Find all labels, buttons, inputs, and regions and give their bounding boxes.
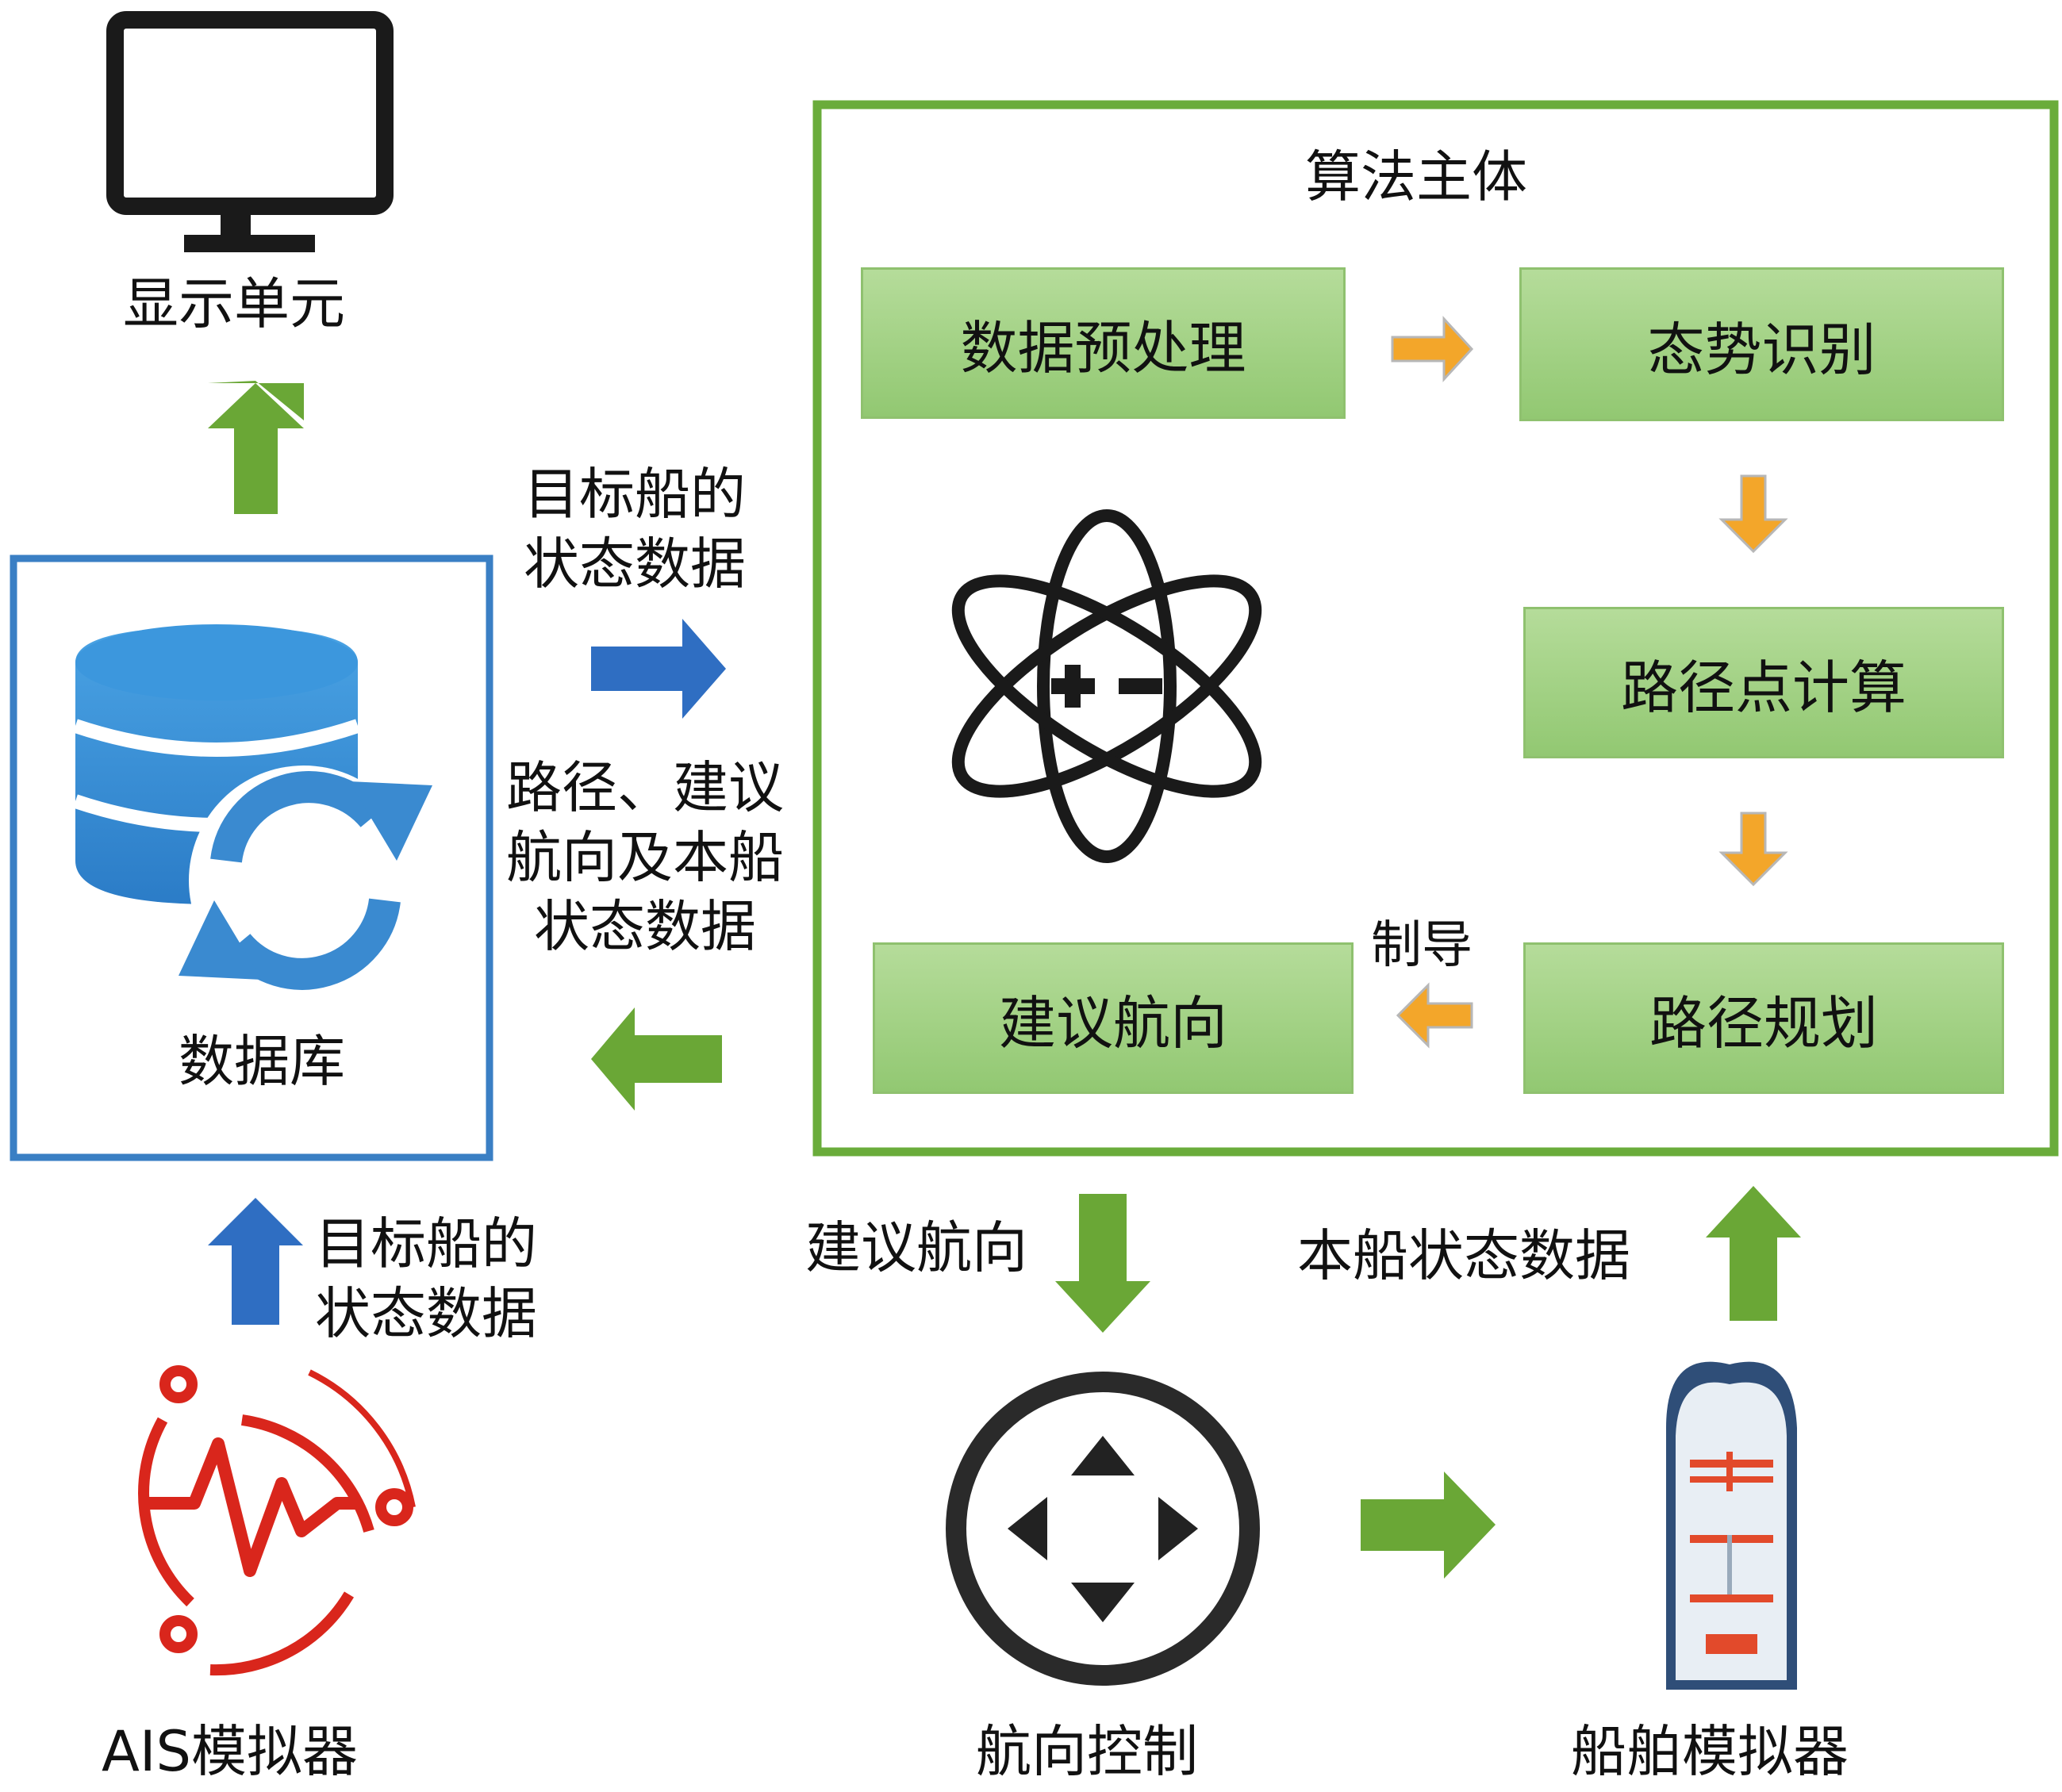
arrow-to-heading-control (1055, 1194, 1150, 1333)
step-waypoint-label: 路径点计算 (1620, 654, 1906, 721)
algorithm-frame (812, 100, 2059, 1157)
return-data-label: 路径、建议 航向及本船 状态数据 (506, 755, 784, 959)
ais-signal-icon (138, 1365, 416, 1676)
database-label: 数据库 (179, 1029, 345, 1094)
direction-pad-icon (946, 1372, 1260, 1686)
suggested-heading-flow-label: 建议航向 (805, 1215, 1027, 1280)
step-preprocess-label: 数据预处理 (960, 315, 1246, 382)
arrow-ship-to-algorithm (1706, 1186, 1801, 1321)
target-state-bottom-label: 目标船的 状态数据 (315, 1211, 537, 1346)
own-ship-state-label: 本船状态数据 (1297, 1223, 1630, 1288)
arrow-preprocess-to-situation (1391, 316, 1474, 382)
arrow-planning-to-suggest (1396, 982, 1473, 1049)
step-planning-label: 路径规划 (1649, 990, 1878, 1057)
arrow-to-database (591, 1007, 722, 1111)
step-waypoint: 路径点计算 (1523, 607, 2004, 758)
step-situation: 态势识别 (1519, 267, 2004, 421)
arrow-waypoint-to-planning (1718, 812, 1788, 887)
arrow-ais-to-db (208, 1198, 303, 1325)
step-suggest-label: 建议航向 (998, 990, 1227, 1057)
display-unit-label: 显示单元 (123, 271, 345, 336)
step-planning: 路径规划 (1523, 942, 2004, 1094)
arrow-situation-to-waypoint (1718, 474, 1788, 554)
monitor-icon (106, 11, 394, 252)
database-frame (10, 554, 493, 1161)
step-suggest: 建议航向 (873, 942, 1354, 1094)
algorithm-main-label: 算法主体 (1305, 144, 1527, 209)
heading-control-label: 航向控制 (976, 1719, 1198, 1784)
guidance-label: 制导 (1371, 916, 1473, 975)
ais-simulator-label: AIS模拟器 (102, 1719, 358, 1784)
ship-icon (1666, 1361, 1797, 1690)
arrow-db-to-display (208, 381, 304, 420)
arrow-to-algorithm (591, 619, 726, 719)
step-preprocess: 数据预处理 (861, 267, 1346, 419)
ship-simulator-label: 船舶模拟器 (1571, 1719, 1849, 1784)
step-situation-label: 态势识别 (1647, 316, 1876, 383)
arrow-control-to-ship (1361, 1472, 1496, 1579)
atom-icon (951, 509, 1262, 863)
database-sync-icon (73, 624, 432, 996)
target-state-top-label: 目标船的 状态数据 (524, 462, 746, 597)
